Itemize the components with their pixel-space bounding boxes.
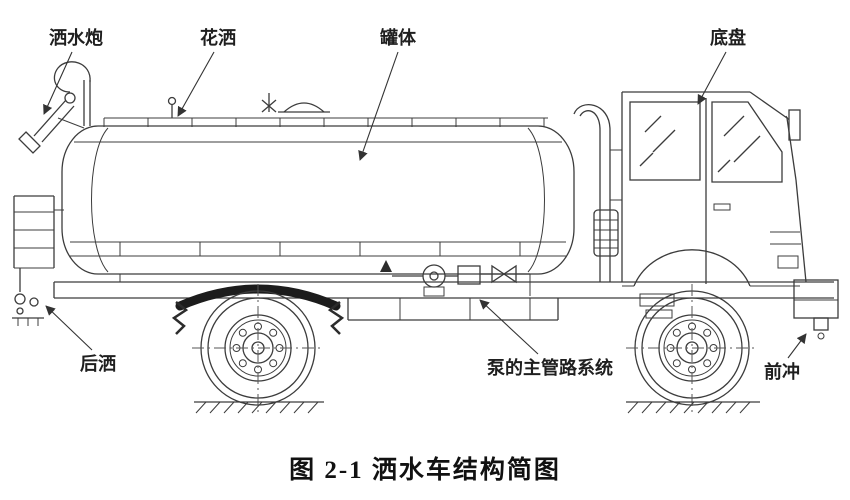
cab-rear-window: [629, 101, 701, 181]
rear-wheel: [192, 284, 324, 414]
label-flower-sprinkler: 花洒: [200, 27, 236, 48]
figure-caption: 图 2-1 洒水车结构简图: [289, 457, 561, 484]
rear-platform-ladder: [13, 195, 64, 269]
air-intake-snorkel: [573, 104, 622, 282]
leader-water-cannon: [43, 51, 73, 115]
label-water-cannon: 洒水炮: [49, 27, 103, 48]
tank-body: [61, 125, 575, 275]
flower-sprinkler-head: [167, 96, 177, 118]
label-tank: 罐体: [379, 27, 417, 48]
label-rear-spray: 后洒: [80, 354, 116, 374]
pump-pipeline-system: [380, 260, 531, 297]
side-mirror: [785, 109, 801, 141]
leader-rear-spray: [45, 305, 93, 351]
front-wheel: [626, 284, 758, 414]
label-front-flush: 前冲: [764, 361, 800, 382]
tank-top-railing: [103, 117, 548, 127]
leader-flower-sprinkler: [177, 51, 215, 117]
front-bumper: [793, 279, 839, 340]
leader-lines: [43, 51, 807, 359]
leader-front-flush: [787, 333, 807, 359]
rear-spray-assembly: [12, 268, 44, 326]
leader-tank: [358, 51, 399, 161]
chassis-frame: [53, 274, 834, 321]
water-cannon: [18, 61, 91, 154]
cab-door-window: [711, 101, 783, 183]
tank-manhole: [261, 93, 330, 113]
sprinkler-truck-diagram: 洒水炮 花洒 罐体 底盘 后洒 泵的主管路系统 前冲: [12, 27, 839, 414]
cab: [621, 91, 807, 319]
air-filter-canister: [593, 209, 619, 257]
label-chassis: 底盘: [710, 27, 746, 48]
leader-chassis: [697, 51, 727, 105]
label-pump-pipeline: 泵的主管路系统: [487, 357, 613, 378]
ground-line: [194, 401, 760, 414]
leader-pump-pipeline: [479, 299, 539, 355]
